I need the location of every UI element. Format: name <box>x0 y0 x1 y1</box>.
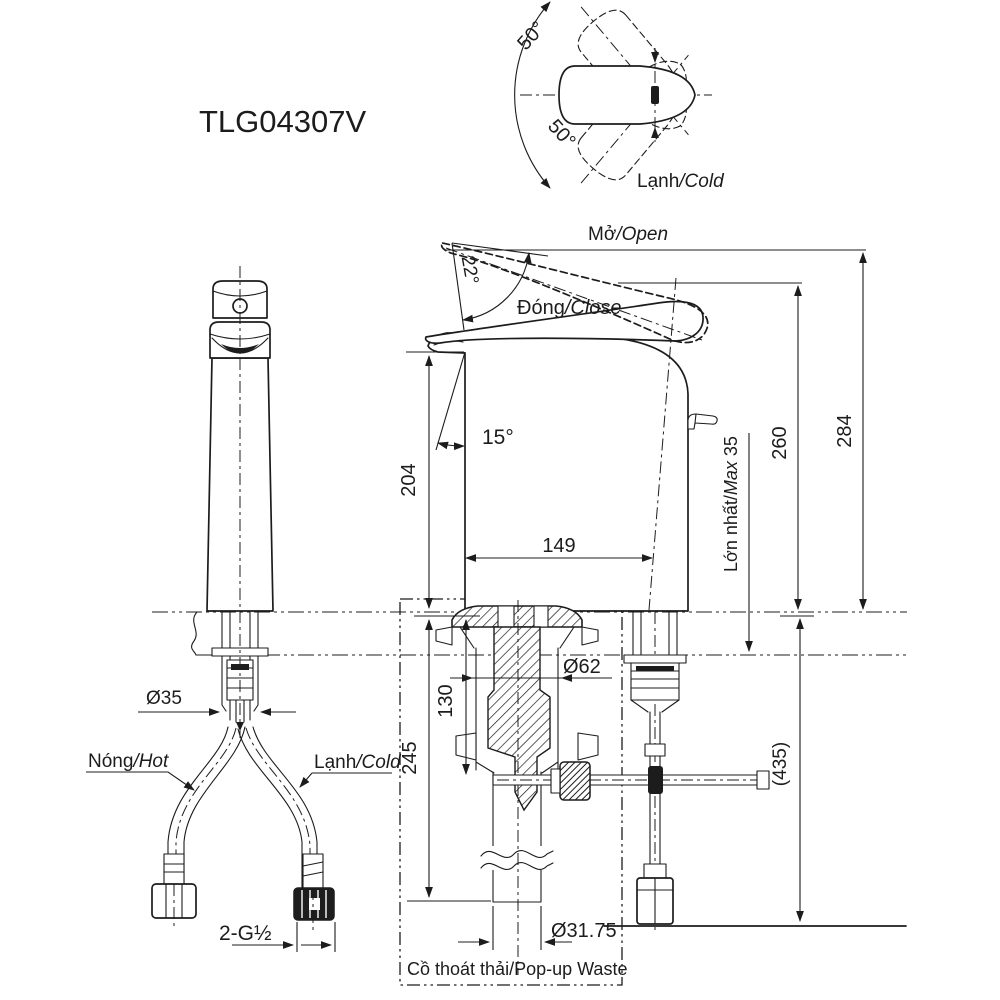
dim-thread: 2-G½ <box>219 922 272 945</box>
supply-hoses <box>167 726 318 889</box>
label-cold-bottom: Lạnh/Cold <box>314 752 402 773</box>
dim-dia-35: Ø35 <box>146 688 182 709</box>
dim-245: 245 <box>399 741 421 774</box>
label-cold-top: Lạnh/Cold <box>637 171 725 192</box>
dim-130: 130 <box>435 684 457 717</box>
side-view <box>424 242 718 933</box>
top-handle <box>558 65 696 125</box>
dim-15deg: 15° <box>482 426 514 449</box>
dim-435: (435) <box>770 742 791 786</box>
handle-closed <box>424 300 704 345</box>
cold-hose-fitting <box>293 853 335 930</box>
dim-dia-31-75: Ø31.75 <box>551 920 617 942</box>
waste-flange <box>451 605 583 628</box>
label-close: Đóng/Close <box>517 297 622 319</box>
lift-rod-knob <box>687 413 718 430</box>
dim-284: 284 <box>834 414 856 447</box>
dim-149: 149 <box>542 535 575 557</box>
label-hot: Nóng/Hot <box>88 751 169 772</box>
dim-max-35: Lớn nhất/Max 35 <box>721 436 741 572</box>
labels: Lạnh/Cold 50° 50° Mở/Open Đóng/Close 22°… <box>88 17 856 979</box>
mounting-assembly <box>603 611 907 927</box>
label-open: Mở/Open <box>588 224 668 245</box>
top-view <box>514 1 712 189</box>
dim-260: 260 <box>769 426 791 459</box>
popup-waste-view <box>435 600 599 975</box>
popup-horizontal-rod <box>492 761 770 801</box>
label-popup-waste: Cồ thoát thải/Pop-up Waste <box>407 959 627 979</box>
dim-50-upper: 50° <box>513 17 550 54</box>
waste-plug <box>487 626 551 812</box>
swing-arc <box>514 1 551 189</box>
side-body <box>427 332 689 612</box>
rod-ball-joint <box>559 761 591 801</box>
front-spout-outlet <box>221 344 259 354</box>
dimensions <box>86 242 867 952</box>
front-view <box>151 266 335 930</box>
dim-dia-62: Ø62 <box>563 656 601 678</box>
dim-22deg: 22° <box>457 254 483 286</box>
hot-hose-fitting <box>151 853 197 930</box>
model-number: TLG04307V <box>199 104 366 139</box>
popup-waste-boundary-box <box>399 598 623 986</box>
dim-204: 204 <box>398 463 420 496</box>
